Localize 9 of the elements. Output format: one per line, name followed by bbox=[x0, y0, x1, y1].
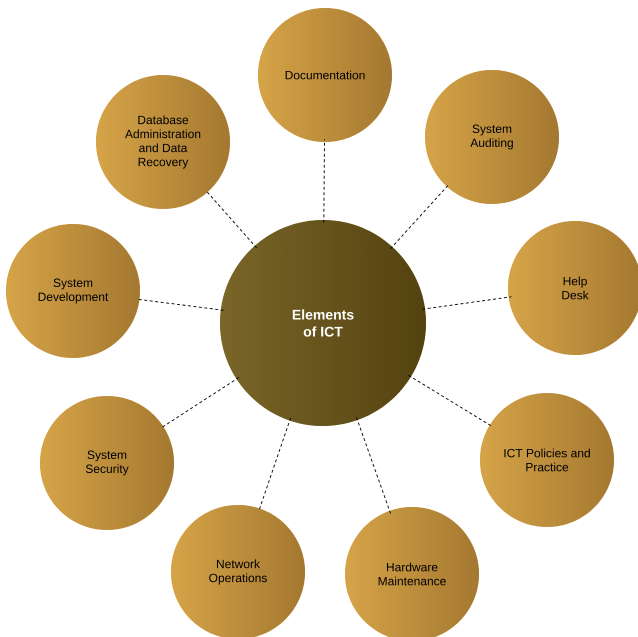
connector-line bbox=[323, 138, 325, 224]
connector-line bbox=[422, 296, 512, 310]
connector-line bbox=[408, 374, 493, 427]
connector-line bbox=[356, 416, 391, 514]
connector-line bbox=[258, 417, 292, 512]
connector-line bbox=[390, 184, 450, 250]
connector-line bbox=[136, 298, 224, 311]
connector-line bbox=[160, 377, 240, 429]
connector-line bbox=[205, 190, 258, 248]
